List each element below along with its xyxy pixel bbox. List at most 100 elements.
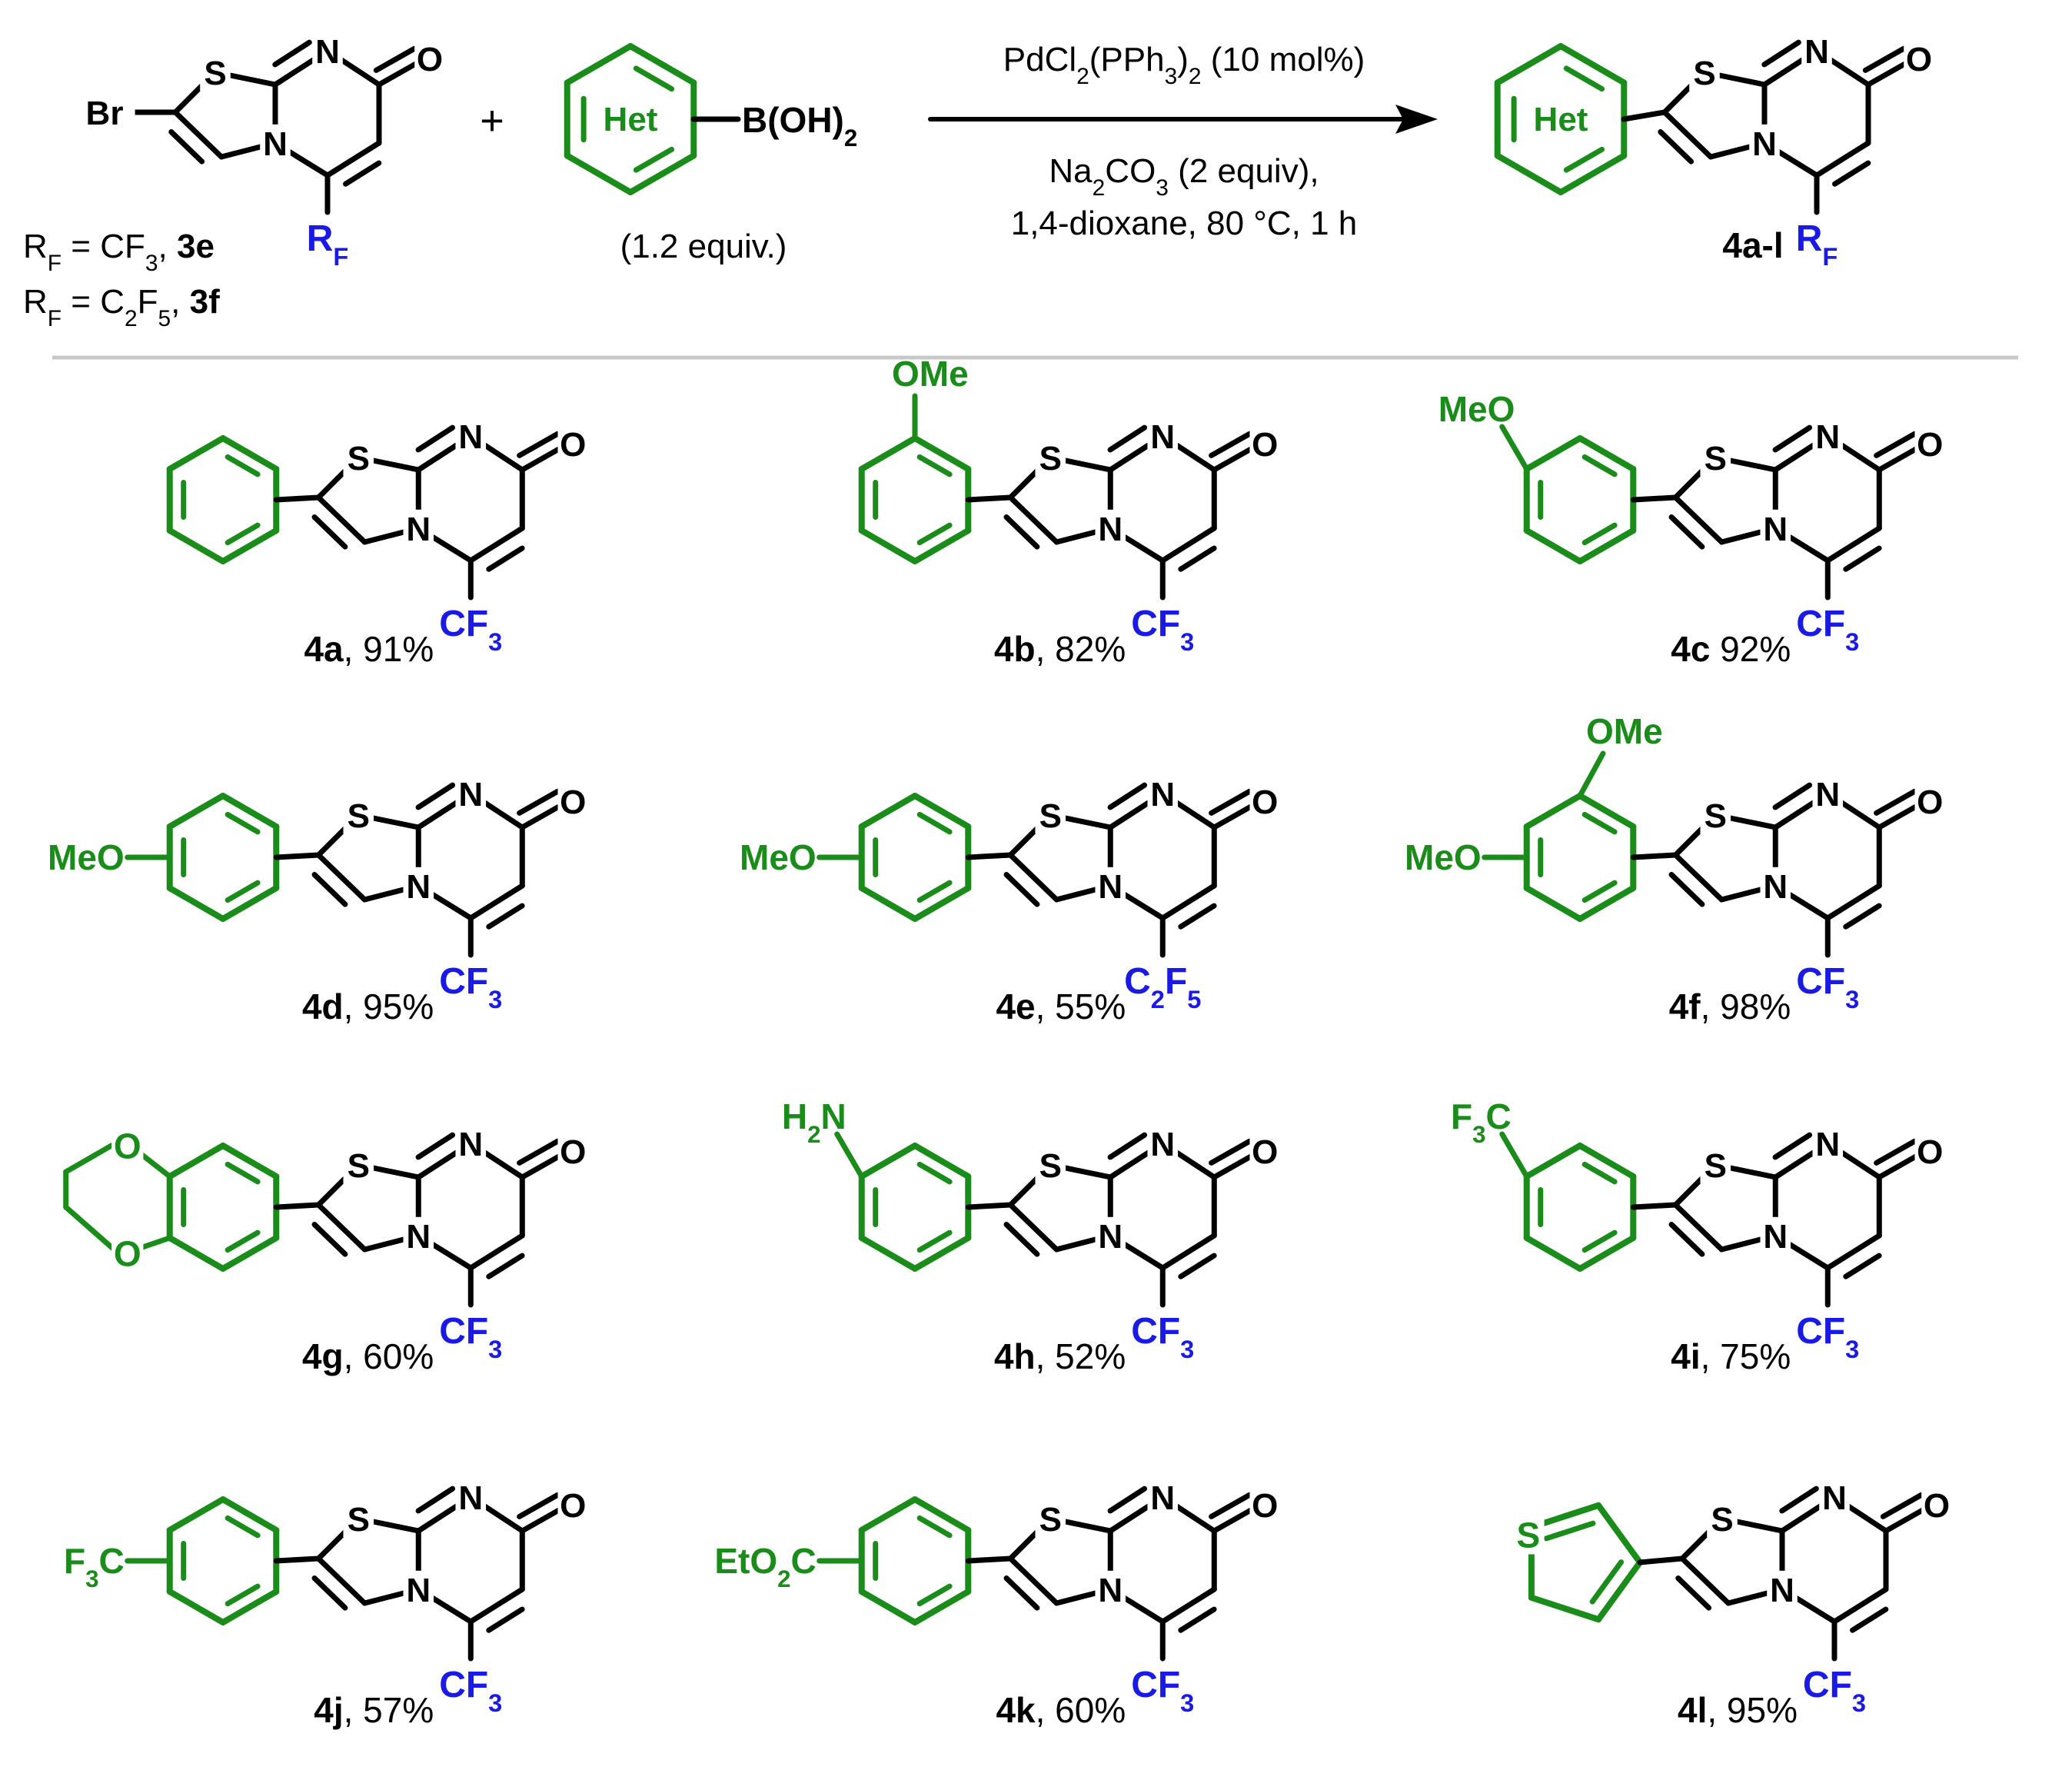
bond <box>916 454 953 477</box>
bond <box>1675 1575 1712 1611</box>
sulfur-atom: S <box>1704 1147 1727 1185</box>
bond <box>220 1589 280 1625</box>
ring-nitrogen-atom: N <box>1763 868 1788 906</box>
bond <box>1668 514 1705 550</box>
bond <box>1630 1202 1678 1210</box>
atom-label-mask <box>1147 774 1179 813</box>
atom-label-mask <box>260 124 291 162</box>
carbonyl-oxygen-atom: O <box>1906 41 1932 78</box>
bond <box>627 43 697 86</box>
atom-label-mask <box>1812 1124 1844 1163</box>
sulfur-atom: S <box>1039 1147 1062 1185</box>
atom-label-mask <box>1812 774 1844 813</box>
bond <box>912 1496 972 1533</box>
bond <box>311 872 348 907</box>
bond <box>220 527 280 564</box>
yield-caption: 4b, 82% <box>994 629 1126 669</box>
rf-substituent: CF3 <box>1131 1311 1194 1363</box>
bond <box>1581 880 1618 903</box>
bond <box>1563 146 1605 173</box>
nitrogen-atom: N <box>1822 1479 1847 1517</box>
bond <box>916 1161 953 1185</box>
nitrogen-atom: N <box>1815 1126 1840 1163</box>
ring-nitrogen-atom: N <box>406 1218 431 1256</box>
bond <box>1178 1606 1217 1633</box>
carbonyl-oxygen-atom: O <box>560 1133 586 1171</box>
bond <box>912 435 972 472</box>
base-text: Na2CO3 (2 equiv), <box>1049 152 1319 201</box>
thiophene-sulfur: S <box>1517 1515 1541 1555</box>
bond <box>1772 1132 1813 1160</box>
atom-label-mask <box>343 796 374 834</box>
carbonyl-oxygen-atom: O <box>417 41 443 78</box>
atom-label-mask <box>1035 1146 1066 1184</box>
dioxane-oxygen: O <box>114 1126 141 1166</box>
bond <box>315 494 368 545</box>
bond <box>224 811 261 835</box>
bond <box>1558 152 1628 195</box>
atom-label-mask <box>1801 32 1832 70</box>
rf-substituent: C2F5 <box>1124 961 1201 1013</box>
bond <box>168 129 205 165</box>
sulfur-atom: S <box>1704 440 1727 477</box>
atom-label-mask <box>1914 782 1946 820</box>
atom-label-mask <box>312 32 343 70</box>
bond <box>220 1143 280 1179</box>
sulfur-atom: S <box>1039 440 1062 477</box>
bond <box>1874 431 1917 458</box>
bond <box>1107 1132 1148 1160</box>
sulfur-atom: S <box>1704 797 1727 835</box>
nitrogen-atom: N <box>1150 418 1175 456</box>
atom-label-mask <box>1035 1499 1066 1538</box>
bond <box>1494 152 1564 195</box>
substituent-para: F3C <box>64 1541 125 1592</box>
bond <box>1581 811 1618 835</box>
bond <box>467 883 525 921</box>
bond <box>1523 793 1583 830</box>
bond <box>1772 424 1813 453</box>
bond <box>224 1229 261 1253</box>
bond <box>1209 1138 1252 1166</box>
bond <box>1637 1555 1685 1565</box>
bond <box>1159 1233 1217 1271</box>
bond <box>273 852 321 860</box>
rf-substituent: CF3 <box>439 1665 502 1717</box>
bond <box>1679 1555 1731 1606</box>
bond <box>1178 545 1217 572</box>
bond <box>1003 1222 1040 1257</box>
bond <box>1494 43 1564 86</box>
bond <box>220 793 280 830</box>
bond <box>315 1202 368 1253</box>
atom-label-mask <box>1767 1570 1798 1609</box>
bond <box>1523 435 1583 472</box>
bond <box>564 152 634 195</box>
rf-substituent: CF3 <box>1796 1311 1859 1363</box>
carbonyl-oxygen-atom: O <box>560 426 586 464</box>
bond <box>135 1149 173 1179</box>
atom-label-mask <box>200 53 231 91</box>
bond <box>63 1204 120 1255</box>
bond <box>1178 1253 1217 1279</box>
atom-label-mask <box>1249 1486 1281 1524</box>
bond <box>467 1233 525 1271</box>
substituent-meo: MeO <box>1405 837 1482 877</box>
bond <box>166 885 226 922</box>
atom-label-mask <box>455 417 487 455</box>
bond <box>343 160 382 187</box>
bond <box>373 45 417 73</box>
bond <box>311 1575 348 1611</box>
yield-caption: 4h, 52% <box>994 1336 1126 1376</box>
atom-label-mask <box>455 774 487 813</box>
bond <box>1832 160 1871 187</box>
atom-label-mask <box>414 39 445 78</box>
atom-label-mask <box>343 438 374 477</box>
bond <box>135 1235 173 1252</box>
bond <box>467 525 525 564</box>
substituent-meo: MeO <box>1438 389 1515 429</box>
